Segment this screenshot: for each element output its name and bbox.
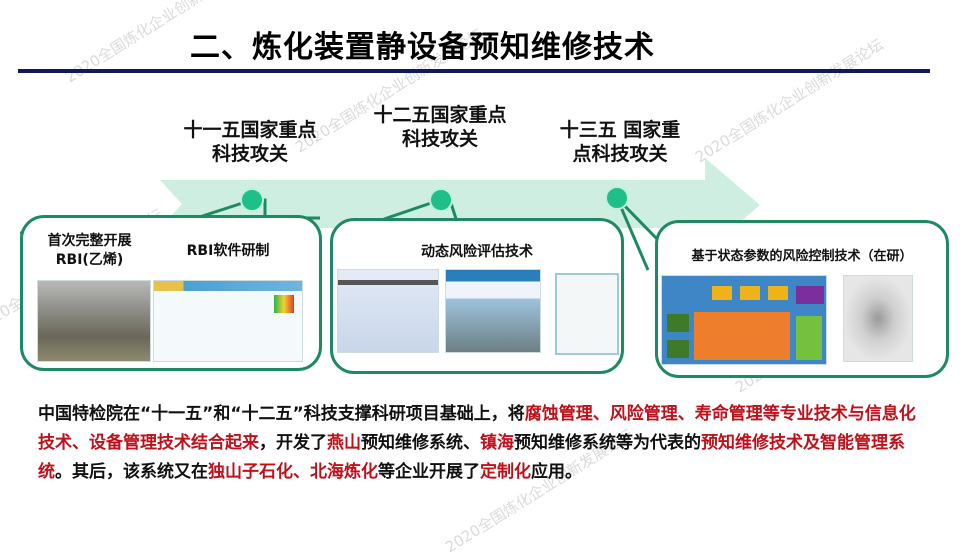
era-line: 科技攻关 [401, 128, 478, 150]
rbi-box: 首次完整开展 RBI(乙烯) RBI软件研制 [20, 215, 322, 371]
era-line: 十三五 国家重 [559, 119, 681, 141]
era-13th-five-year: 十三五 国家重 点科技攻关 [540, 118, 700, 166]
era-12th-five-year: 十二五国家重点 科技攻关 [360, 103, 520, 151]
era-line: 点科技攻关 [572, 143, 668, 165]
era-11th-five-year: 十一五国家重点 科技攻关 [170, 118, 330, 166]
dynamic-risk-label: 动态风险评估技术 [421, 244, 533, 260]
para-highlight: 独山子石化、北海炼化 [208, 462, 378, 482]
era-line: 十一五国家重点 [183, 119, 317, 141]
para-highlight: 镇海 [480, 433, 514, 453]
dynamic-risk-box: 动态风险评估技术 [330, 218, 624, 374]
para-text: 等企业开展了 [378, 462, 480, 482]
refinery-system-screenshot [445, 269, 541, 353]
state-risk-control-label: 基于状态参数的风险控制技术（在研） [691, 249, 913, 264]
era-line: 十二五国家重点 [373, 104, 507, 126]
rbi-first-label: 首次完整开展 RBI(乙烯) [47, 233, 132, 268]
para-highlight: 腐蚀管理、风险管理、寿命管理等专业技术与信息化技术、设备管理技术结合起来 [38, 404, 916, 453]
para-highlight: 定制化 [480, 462, 531, 482]
state-risk-control-box: 基于状态参数的风险控制技术（在研） [655, 220, 949, 378]
summary-paragraph: 中国特检院在“十一五”和“十二五”科技支撑科研项目基础上，将腐蚀管理、风险管理、… [38, 400, 928, 487]
rbi-software-label: RBI软件研制 [186, 243, 270, 259]
para-text: ，开发了 [259, 433, 327, 453]
process-flow-screenshot [337, 269, 439, 353]
plant-photo [37, 280, 151, 362]
title-divider [18, 69, 930, 73]
para-text: 预知维修系统、 [361, 433, 480, 453]
para-highlight: 预知维修技术及智能管理系统 [38, 433, 905, 482]
para-text: 中国特检院在“十一五”和“十二五”科技支撑科研项目基础上，将 [38, 404, 525, 424]
risk-control-flowchart [661, 275, 827, 365]
para-text: 应用。 [531, 462, 582, 482]
para-text: 预知维修系统等为代表的 [514, 433, 701, 453]
rbi-software-screenshot [153, 280, 303, 362]
equipment-3d-model [843, 275, 913, 362]
para-highlight: 燕山 [327, 433, 361, 453]
era-line: 科技攻关 [211, 143, 288, 165]
para-text: 。其后，该系统又在 [55, 462, 208, 482]
slide-title: 二、炼化装置静设备预知维修技术 [190, 30, 655, 65]
software-certificate [555, 273, 619, 355]
